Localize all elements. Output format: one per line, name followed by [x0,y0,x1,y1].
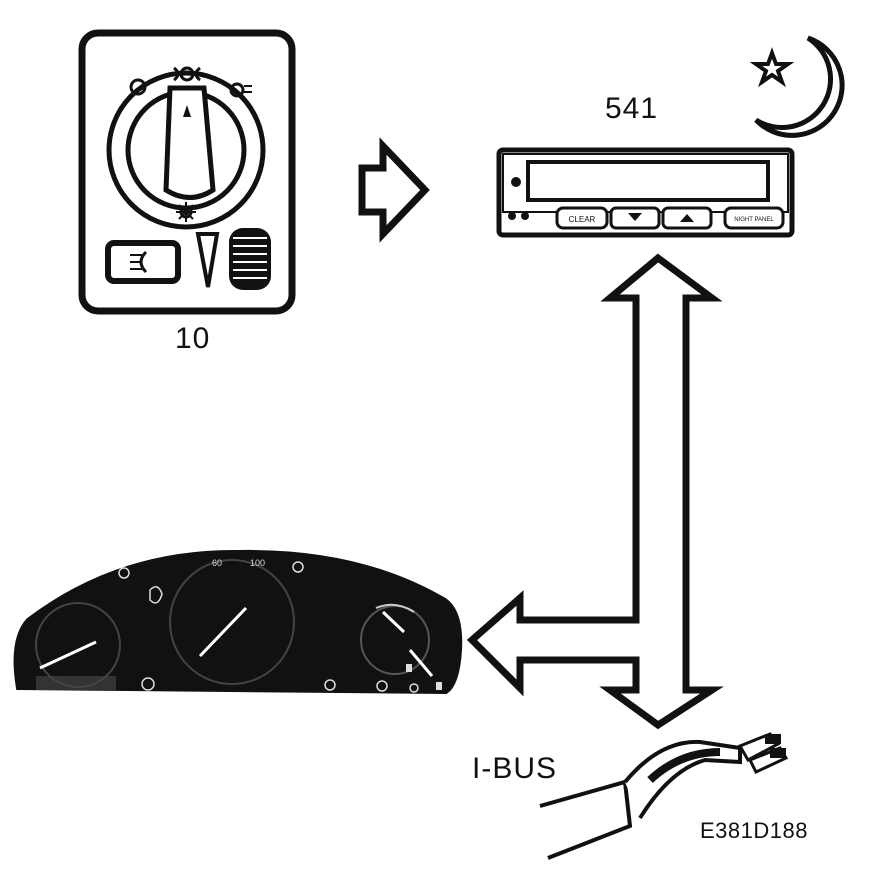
parking-light-icon [129,78,147,96]
light-switch-module [78,29,296,315]
display-right-label: NIGHT PANEL [734,217,774,223]
fog-light-button[interactable] [105,240,181,284]
bus-label: I-BUS [472,752,558,785]
display-module [496,147,795,238]
display-screen [526,160,770,202]
cluster-scale-100: 100 [250,558,265,568]
headlight-icon [173,66,201,82]
bus-arrows [466,253,724,730]
display-clear-label: CLEAR [569,215,596,224]
dimmer-indicator [195,232,220,288]
low-beam-icon [229,82,252,98]
instrument-cluster-icon [13,549,463,695]
forward-arrow [358,137,430,243]
speed-needle [198,606,248,658]
night-moon-star-icon [749,35,845,138]
tach-needle [39,640,97,670]
rotary-knob[interactable] [163,85,216,200]
display-clear-button[interactable] [555,206,609,230]
figure-code-label: E381D188 [700,818,808,843]
display-module-label: 541 [605,92,659,125]
bus-cable-icon [539,732,789,860]
dimmer-thumbwheel[interactable] [229,228,271,290]
fog-light-icon [130,250,148,274]
switch-module-label: 10 [175,322,211,355]
display-night-panel-button[interactable] [723,206,785,230]
panel-dimmer-icon [176,202,196,222]
down-icon [628,213,642,221]
cluster-scale-60: 60 [212,558,222,568]
up-icon [680,214,694,222]
